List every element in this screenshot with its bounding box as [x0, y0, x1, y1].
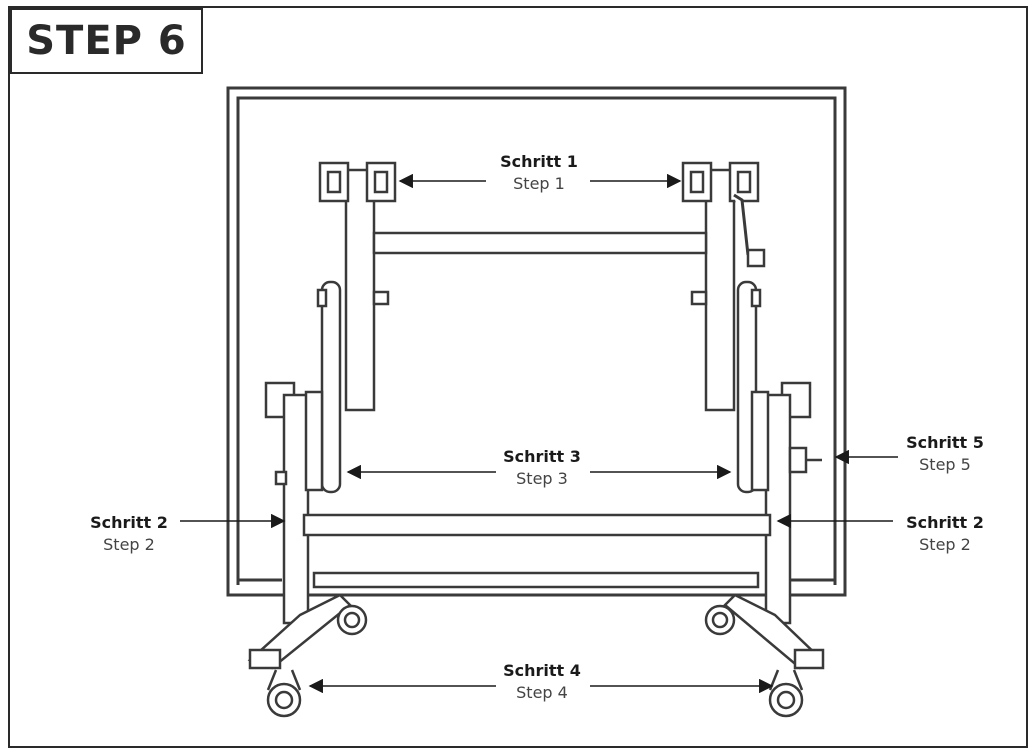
callout-step1: Schritt 1 Step 1	[480, 151, 598, 194]
callout-step4-en: Step 4	[516, 682, 568, 702]
callout-step2-right-en: Step 2	[919, 534, 971, 554]
callout-step5-en: Step 5	[919, 454, 971, 474]
callout-step2-left: Schritt 2 Step 2	[70, 512, 188, 555]
callout-arrows	[180, 173, 898, 694]
callout-step3-en: Step 3	[516, 468, 568, 488]
callout-step3-de: Schritt 3	[503, 447, 581, 466]
callout-step5-de: Schritt 5	[906, 433, 984, 452]
lower-frame	[264, 381, 822, 625]
step-title: STEP 6	[26, 18, 187, 64]
callout-step3: Schritt 3 Step 3	[483, 446, 601, 489]
callout-step5: Schritt 5 Step 5	[886, 432, 1004, 475]
callout-step1-de: Schritt 1	[500, 152, 578, 171]
callout-step4: Schritt 4 Step 4	[483, 660, 601, 703]
legs-and-casters	[247, 593, 825, 718]
callout-step2-left-de: Schritt 2	[90, 513, 168, 532]
callout-step4-de: Schritt 4	[503, 661, 581, 680]
page-frame	[8, 6, 1028, 748]
step-title-box: STEP 6	[10, 8, 203, 74]
callout-step2-right: Schritt 2 Step 2	[886, 512, 1004, 555]
callout-step1-en: Step 1	[513, 173, 565, 193]
callout-step2-right-de: Schritt 2	[906, 513, 984, 532]
upper-frame	[318, 161, 766, 412]
callout-step2-left-en: Step 2	[103, 534, 155, 554]
table-top	[226, 86, 847, 597]
